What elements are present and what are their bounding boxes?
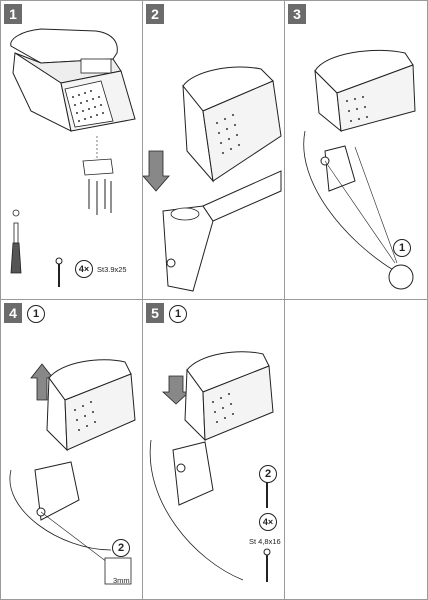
step-2-panel: 2 (142, 0, 285, 300)
step-3-panel: 3 1 (284, 0, 428, 300)
armrest-lowering-illustration (143, 66, 282, 292)
armrest-raising-illustration (9, 359, 136, 585)
armrest-exploded-illustration (10, 28, 136, 287)
step-5-panel: 5 1 2 4× St 4,8x16 (142, 299, 285, 600)
quantity-badge: 4× (259, 513, 277, 531)
armrest-fitted-illustration (303, 49, 416, 290)
callout-number: 1 (393, 239, 411, 257)
callout-number: 2 (112, 539, 130, 557)
step-number: 2 (146, 4, 164, 24)
step-4-panel: 4 1 2 3mm (0, 299, 143, 600)
step-number: 4 (4, 303, 22, 323)
empty-panel (284, 299, 428, 600)
screw-spec: St3.9x25 (97, 265, 127, 274)
sub-step-number: 1 (169, 305, 187, 323)
step-1-panel: 1 4× St3.9x25 (0, 0, 143, 300)
screw-spec: St 4,8x16 (249, 537, 281, 546)
sub-step-number: 1 (27, 305, 45, 323)
step-number: 3 (288, 4, 306, 24)
step-number: 1 (4, 4, 22, 24)
step-number: 5 (146, 303, 164, 323)
callout-number: 2 (259, 465, 277, 483)
armrest-final-fix-illustration (149, 351, 274, 582)
quantity-badge: 4× (75, 260, 93, 278)
gap-label: 3mm (113, 576, 130, 585)
